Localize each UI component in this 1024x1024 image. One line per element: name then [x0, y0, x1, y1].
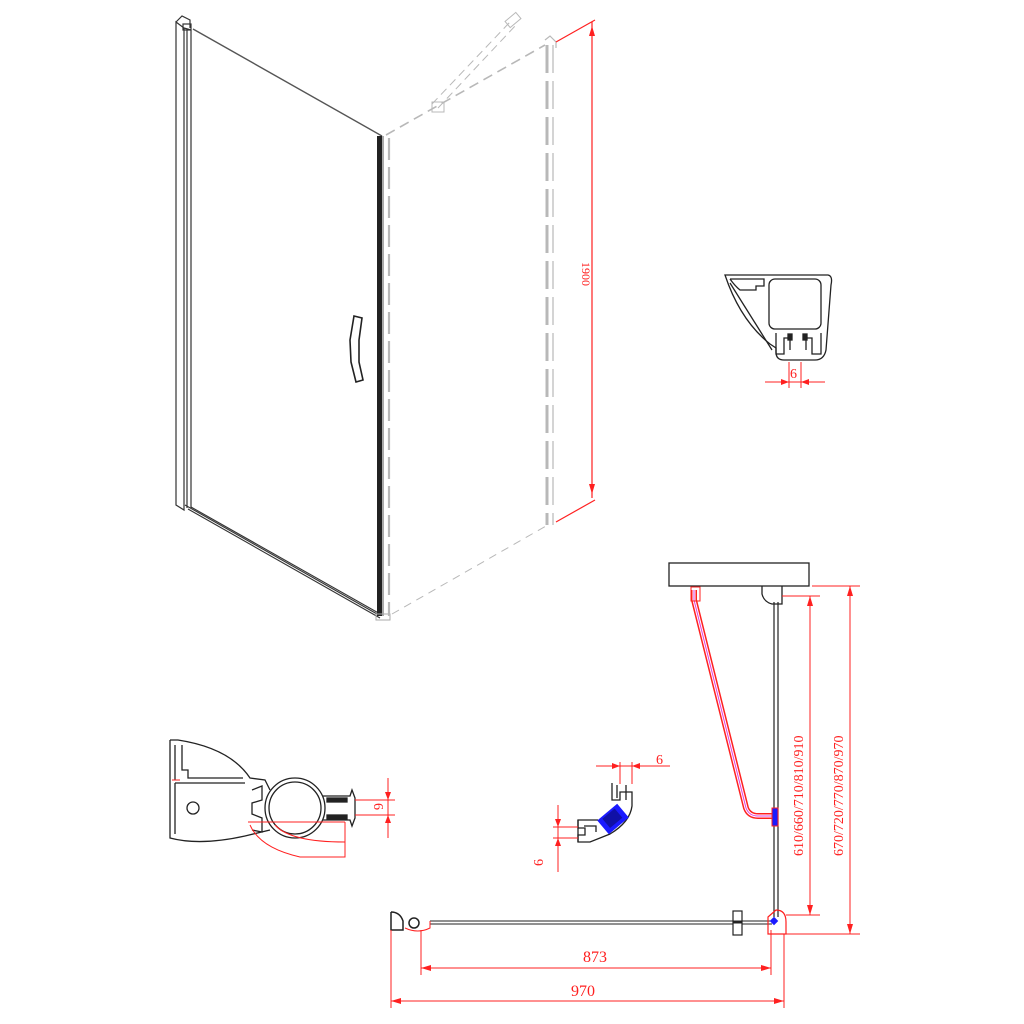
ghost-side-panel [385, 11, 557, 616]
profile-top-right-dimension [765, 362, 825, 388]
plan-view [390, 562, 810, 936]
height-dimension [555, 19, 596, 523]
corner-dimension-left [553, 805, 578, 872]
side-outer-dimension-label: 670/720/770/870/970 [832, 735, 847, 856]
front-inner-dimension-label: 873 [583, 949, 607, 966]
corner-gap-left-label: 6 [532, 859, 547, 866]
corner-joint [767, 909, 787, 935]
door-panel-plan [430, 920, 772, 925]
profile-section-bottom-left [169, 739, 356, 843]
profile-section-top-right [724, 274, 833, 361]
wall-block [668, 562, 810, 587]
profile-bottom-left-gap-label: 6 [370, 803, 385, 810]
front-outer-dimension-label: 970 [571, 983, 595, 1000]
profile-bottom-left-dimension [355, 778, 395, 838]
plan-front-dimensions [390, 930, 785, 1008]
door-handle-icon [349, 315, 364, 383]
profile-bottom-left-overlay [172, 779, 346, 858]
support-clamp [771, 807, 779, 827]
height-label: 1900 [579, 262, 593, 286]
side-panel [773, 602, 779, 917]
profile-top-right-gap-label: 6 [790, 367, 797, 382]
side-inner-dimension-label: 610/660/710/810/910 [792, 735, 807, 856]
corner-gap-top-label: 6 [656, 753, 663, 768]
hinge-left [390, 911, 420, 931]
wall-profile-left [175, 15, 192, 512]
wall-bracket [761, 586, 783, 605]
door-top-edge [192, 28, 383, 137]
support-bar [690, 586, 772, 819]
door-hinge-edge [375, 136, 391, 621]
corner-dimension-top [596, 762, 670, 784]
door-bottom-rail [184, 504, 383, 619]
plan-side-dimensions [782, 585, 860, 935]
corner-seal [597, 803, 629, 835]
isometric-view: 1900 [175, 11, 596, 621]
